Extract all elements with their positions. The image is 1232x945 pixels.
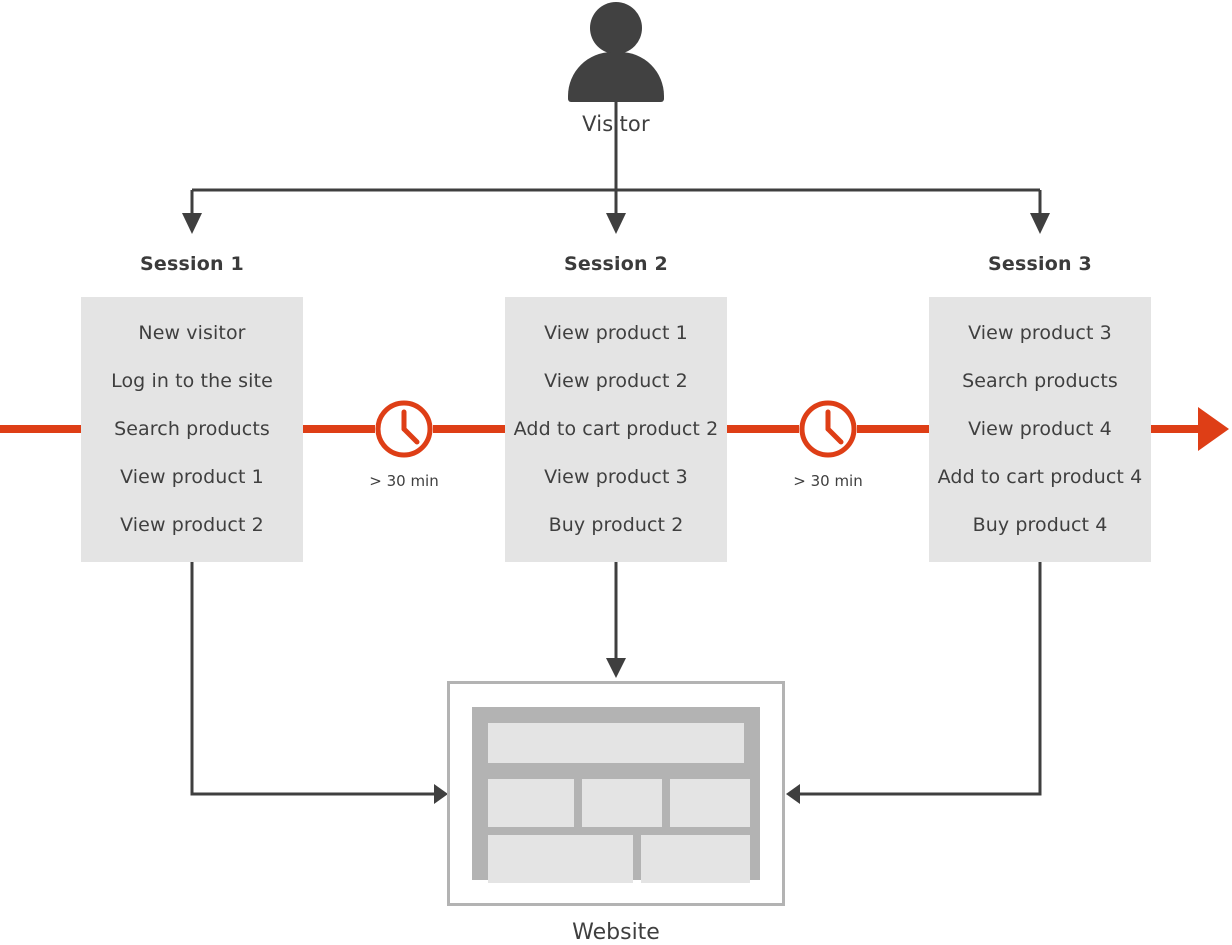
timeline-segment-4 xyxy=(857,425,929,433)
arrowhead-session-2 xyxy=(606,213,626,234)
arrowhead-website-right xyxy=(786,784,800,804)
session-step: New visitor xyxy=(138,322,246,344)
clock-icon xyxy=(799,400,857,458)
website-block-e xyxy=(641,835,750,883)
session-step: View product 2 xyxy=(120,514,264,536)
timeline-segment-3 xyxy=(727,425,799,433)
session-step: Add to cart product 4 xyxy=(937,466,1143,488)
arrowhead-website-top xyxy=(606,658,626,678)
person-body-shape xyxy=(568,52,664,102)
timeline-segment-exit xyxy=(1151,425,1203,433)
website-block-header xyxy=(488,723,744,763)
session-step: Add to cart product 2 xyxy=(513,418,719,440)
session-step: Search products xyxy=(962,370,1118,392)
wire-session1-to-website xyxy=(190,562,434,796)
arrowhead-session-1 xyxy=(182,213,202,234)
session-step: Buy product 4 xyxy=(972,514,1108,536)
timeline-segment-1 xyxy=(303,425,375,433)
website-label: Website xyxy=(572,920,660,945)
session-step: Log in to the site xyxy=(111,370,273,392)
clock-icon xyxy=(375,400,433,458)
website-layout-icon xyxy=(447,681,785,906)
website-block-b xyxy=(582,779,662,827)
session-box-1: New visitor Log in to the site Search pr… xyxy=(81,297,303,562)
session-title-2: Session 2 xyxy=(564,253,668,275)
person-head-shape xyxy=(590,2,642,54)
session-step: View product 1 xyxy=(544,322,688,344)
wire-session3-to-website xyxy=(800,562,1042,796)
website-block-d xyxy=(488,835,633,883)
session-title-3: Session 3 xyxy=(988,253,1092,275)
session-box-3: View product 3 Search products View prod… xyxy=(929,297,1151,562)
website-block-c xyxy=(670,779,750,827)
session-title-1: Session 1 xyxy=(140,253,244,275)
session-step: Buy product 2 xyxy=(548,514,684,536)
arrowhead-website-left xyxy=(434,784,448,804)
session-step: View product 3 xyxy=(544,466,688,488)
session-step: Search products xyxy=(114,418,270,440)
session-box-2: View product 1 View product 2 Add to car… xyxy=(505,297,727,562)
session-step: View product 3 xyxy=(968,322,1112,344)
person-icon xyxy=(568,0,664,102)
session-step: View product 1 xyxy=(120,466,264,488)
website-panel-shape xyxy=(472,707,760,883)
visitor-label: Visitor xyxy=(582,112,650,136)
session-step: View product 2 xyxy=(544,370,688,392)
timeline-segment-2 xyxy=(433,425,505,433)
timeline-segment-entry xyxy=(0,425,81,433)
website-block-a xyxy=(488,779,574,827)
session-gap-label-1: > 30 min xyxy=(369,472,439,490)
session-step: View product 4 xyxy=(968,418,1112,440)
session-gap-label-2: > 30 min xyxy=(793,472,863,490)
timeline-arrowhead-icon xyxy=(1198,407,1229,451)
arrowhead-session-3 xyxy=(1030,213,1050,234)
